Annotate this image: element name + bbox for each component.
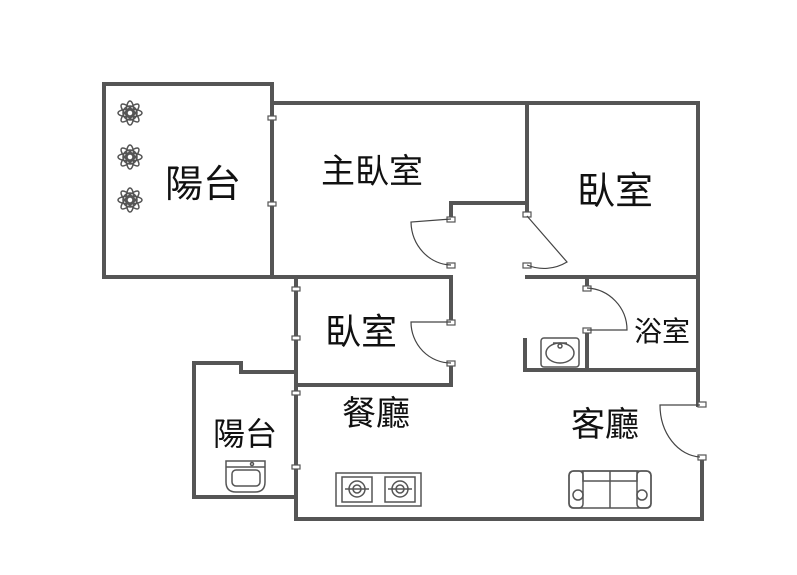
room-label-master-bedroom: 主臥室 <box>321 152 423 192</box>
room-label-bedroom-right: 臥室 <box>577 169 653 213</box>
doors <box>410 215 701 458</box>
stove-icon <box>335 472 422 507</box>
room-label-living-room: 客廳 <box>571 405 639 445</box>
flower-icon <box>117 100 143 213</box>
washing-machine-icon <box>225 460 266 493</box>
room-label-bedroom-middle: 臥室 <box>325 312 397 353</box>
sink-icon <box>540 337 580 368</box>
room-labels: 陽台 主臥室 臥室 臥室 浴室 陽台 餐廳 客廳 <box>165 152 690 453</box>
sofa-icon <box>568 470 652 509</box>
room-label-dining-room: 餐廳 <box>342 394 410 434</box>
room-label-balcony-bottom: 陽台 <box>213 415 277 453</box>
walls <box>102 82 704 521</box>
room-label-bathroom: 浴室 <box>634 315 690 348</box>
room-label-balcony-top: 陽台 <box>165 162 241 206</box>
